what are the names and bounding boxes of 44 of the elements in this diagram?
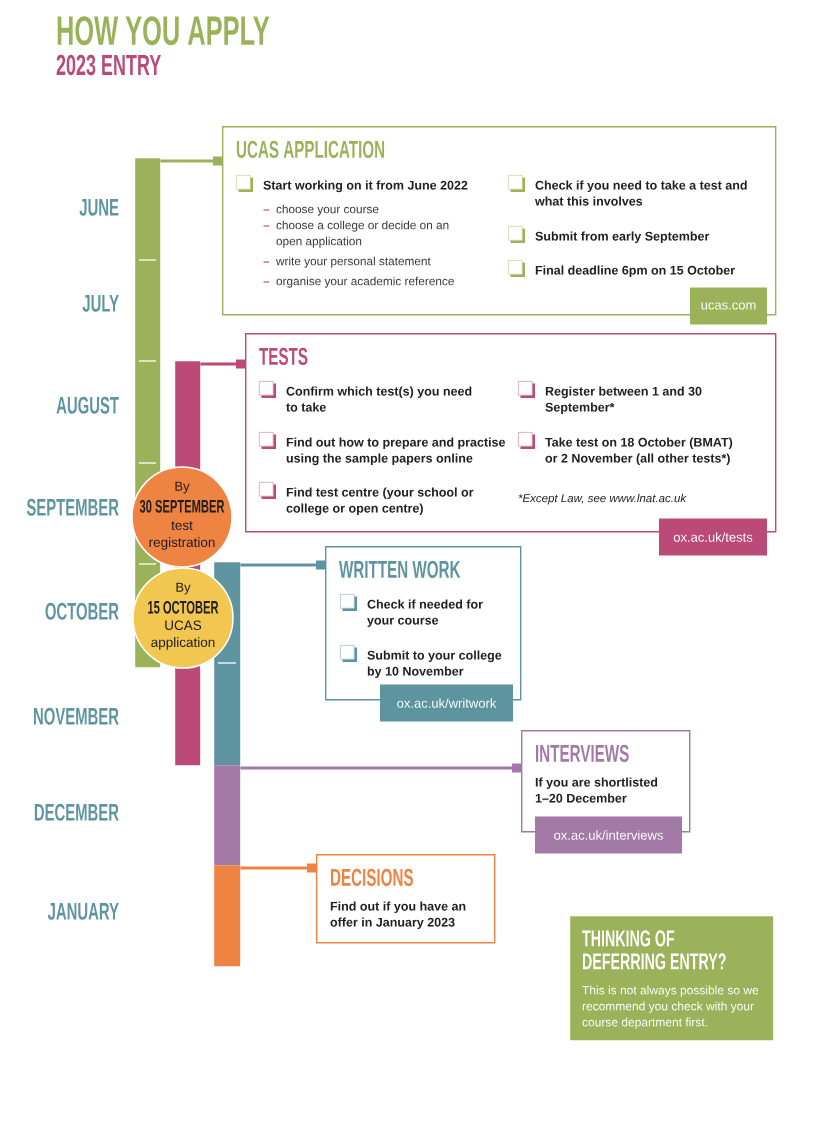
bullet-item: choose your course	[276, 204, 379, 216]
footnote: *Except Law, see www.lnat.ac.uk	[518, 493, 687, 505]
checklist-item: Confirm which test(s) you need to take	[286, 386, 472, 412]
checklist-item: Submit from early September	[535, 231, 710, 244]
link-tab: ox.ac.uk/tests	[659, 518, 767, 556]
connector	[240, 863, 316, 873]
month-label: AUGUST	[56, 396, 119, 414]
link-tab: ox.ac.uk/interviews	[535, 816, 682, 854]
card-text: This is not always possible so we recommend you check with your course department first.	[582, 985, 759, 1029]
month-label: DECEMBER	[34, 803, 119, 821]
checklist-item: Check if you need to take a test and what this involves	[534, 180, 747, 206]
checklist-item: Find test centre (your school or college or open centre)	[286, 487, 474, 516]
connector	[160, 156, 222, 166]
box-heading: TESTS	[259, 347, 308, 366]
checklist-item: Start working on it from June 2022	[263, 180, 468, 193]
body-text: If you are shortlisted 1–20 December	[535, 777, 658, 803]
bullet-item: choose a college or decide on an open application	[276, 220, 449, 248]
link-tab: ox.ac.uk/writwork	[380, 684, 513, 722]
box-heading: WRITTEN WORK	[339, 560, 461, 579]
bullet-item: organise your academic reference	[276, 276, 454, 288]
month-label: NOVEMBER	[34, 707, 119, 725]
box-heading: UCAS APPLICATION	[236, 140, 385, 159]
checklist-item: Final deadline 6pm on 15 October	[535, 265, 735, 278]
checklist-item: Submit to your college by 10 November	[367, 650, 502, 679]
subtitle: 2023 ENTRY	[56, 54, 161, 76]
connector	[200, 359, 245, 369]
body-text: Find out if you have an offer in January 2023	[330, 901, 466, 930]
box-heading: INTERVIEWS	[536, 744, 629, 763]
box-heading: DECISIONS	[331, 868, 413, 887]
month-label: OCTOBER	[45, 602, 119, 620]
timeline-bar	[214, 765, 241, 866]
month-label: SEPTEMBER	[26, 498, 119, 516]
month-label: JANUARY	[47, 903, 119, 920]
link-tab: ucas.com	[690, 287, 767, 325]
checklist-item: Register between 1 and 30 September*	[545, 386, 702, 415]
connector	[240, 560, 325, 570]
page-title: HOW YOU APPLY	[57, 16, 270, 46]
connector	[240, 763, 521, 773]
checklist-item: Take test on 18 October (BMAT) or 2 November (all other tests*)	[545, 437, 733, 466]
checklist-item: Find out how to prepare and practise using the sample papers online	[286, 437, 506, 466]
bullet-item: write your personal statement	[276, 256, 431, 268]
card-heading: THINKING OF DEFERRING ENTRY?	[582, 930, 726, 970]
checklist-item: Check if needed for your course	[367, 599, 483, 628]
timeline-bar	[214, 865, 241, 967]
